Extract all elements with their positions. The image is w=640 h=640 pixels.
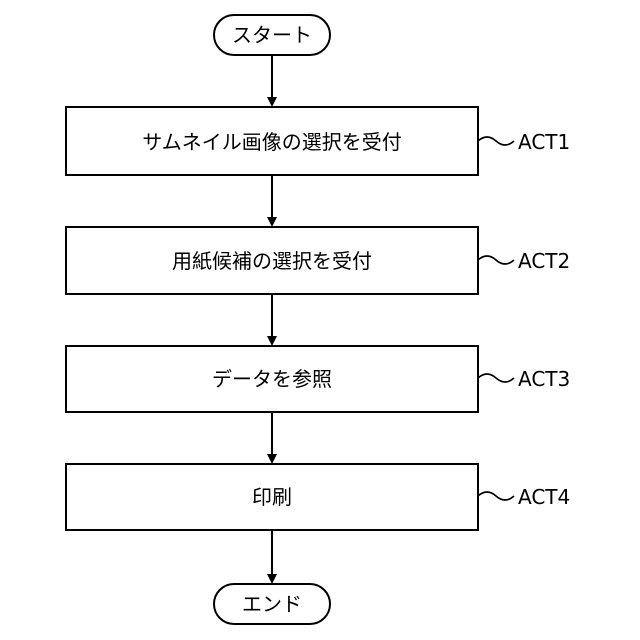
process-text-act2: 用紙候補の選択を受付 [172, 249, 372, 273]
act-leader-line-1 [478, 137, 514, 145]
process-text-act1: サムネイル画像の選択を受付 [142, 130, 402, 154]
act-label-2: ACT2 [518, 249, 570, 273]
end-label: エンド [242, 592, 302, 616]
process-text-act3: データを参照 [212, 367, 332, 391]
act-label-4: ACT4 [518, 485, 570, 509]
act-leader-line-2 [478, 256, 514, 264]
start-label: スタート [232, 23, 312, 47]
act-leader-line-3 [478, 374, 514, 382]
act-leader-line-4 [478, 492, 514, 500]
process-text-act4: 印刷 [252, 485, 292, 509]
act-label-3: ACT3 [518, 367, 570, 391]
act-label-1: ACT1 [518, 130, 570, 154]
